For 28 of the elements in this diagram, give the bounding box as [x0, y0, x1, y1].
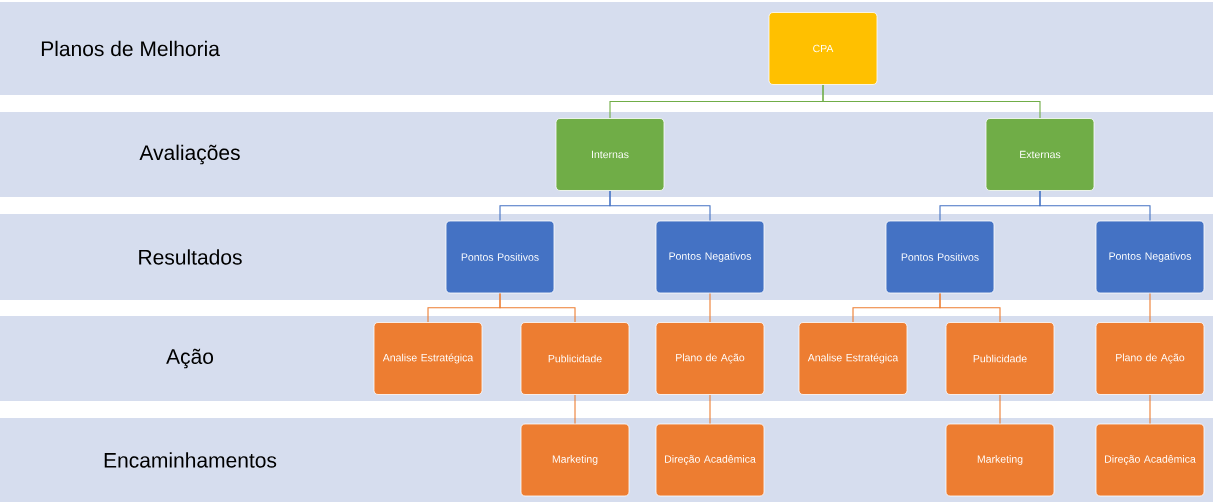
org-box: Pontos Negativos: [655, 220, 765, 294]
connector-line: [822, 84, 1041, 119]
org-box: Marketing: [945, 423, 1055, 497]
connector-line: [999, 394, 1001, 425]
connector-line: [709, 292, 711, 323]
org-box: Analise Estratégica: [373, 322, 483, 395]
connector-line: [499, 292, 576, 323]
connector-line: [609, 190, 711, 222]
connector-line: [1149, 292, 1151, 323]
org-box: Plano de Ação: [1095, 322, 1205, 395]
org-box: Direção Acadêmica: [655, 423, 765, 497]
org-box: Analise Estratégica: [798, 322, 908, 395]
org-box: CPA: [768, 12, 878, 85]
org-box: Internas: [555, 118, 665, 191]
connector-line: [709, 394, 711, 425]
org-box: Marketing: [520, 423, 630, 497]
connector-line: [574, 394, 576, 425]
org-box: Pontos Negativos: [1095, 220, 1205, 294]
org-box: Publicidade: [945, 322, 1055, 395]
org-box: Externas: [985, 118, 1095, 191]
connector-line: [1149, 394, 1151, 425]
org-box: Publicidade: [520, 322, 630, 395]
connector-line: [939, 292, 1001, 323]
org-box: Plano de Ação: [655, 322, 765, 395]
connector-line: [1039, 190, 1151, 222]
org-box: Direção Acadêmica: [1095, 423, 1205, 497]
org-box: Pontos Positivos: [445, 220, 555, 294]
org-box: Pontos Positivos: [885, 220, 995, 294]
